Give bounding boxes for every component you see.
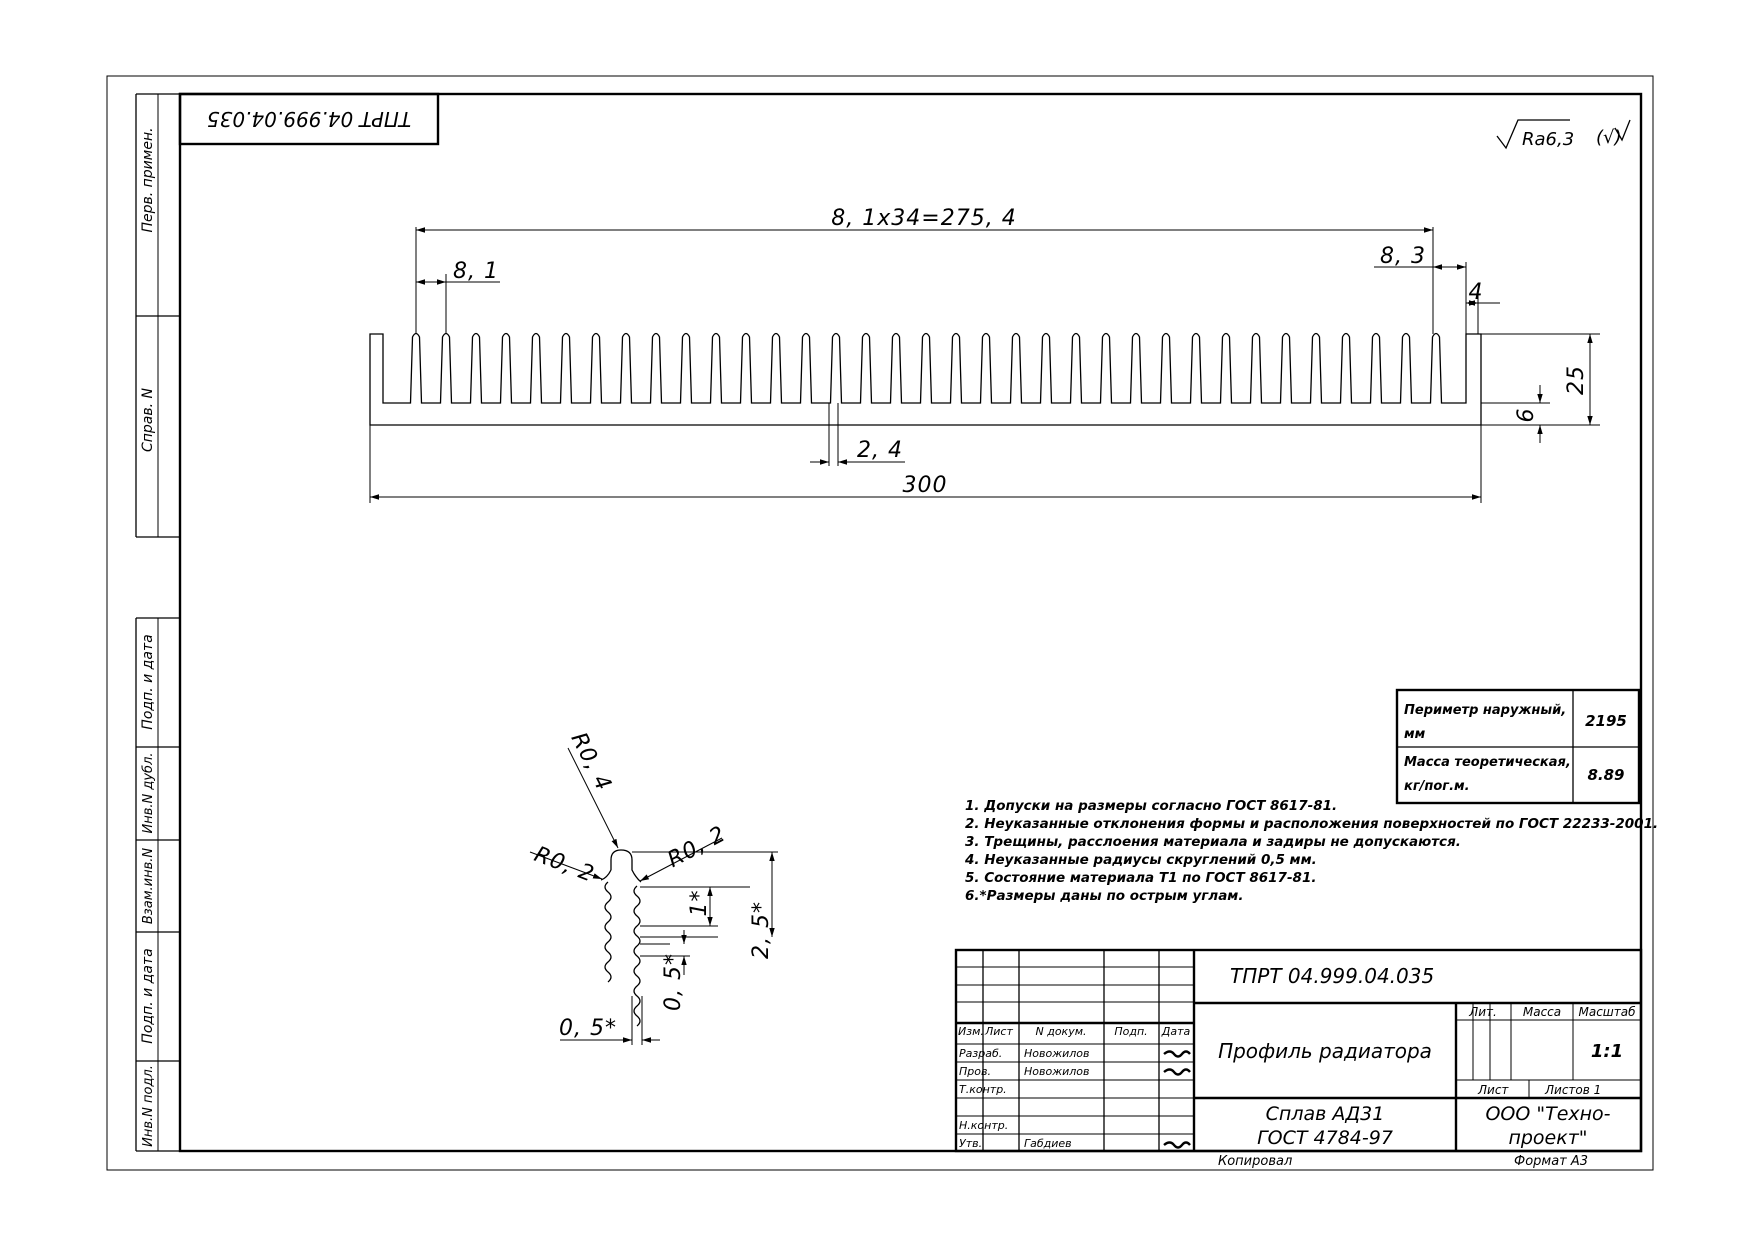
role-prov: Пров. [959,1065,991,1078]
hdr-date: Дата [1161,1025,1191,1038]
properties-table: Периметр наружный, мм 2195 Масса теорети… [1395,688,1641,805]
role-nkontr: Н.контр. [959,1119,1008,1132]
hdr-izm: Изм. [958,1025,984,1038]
copied-label: Копировал [1218,1154,1292,1169]
prop-perimeter-name-2: мм [1404,727,1426,742]
dim-tooth-1: 1* [687,890,712,917]
prop-perimeter-name-1: Периметр наружный, [1404,703,1566,718]
name-prov: Новожилов [1024,1065,1090,1078]
side-label-podp-data-1: Подп. и дата [140,634,156,729]
hdr-list: Лист [984,1025,1013,1038]
dim-r-right: R0, 2 [664,822,731,873]
dim-depth-25: 2, 5* [749,901,774,959]
fin-detail-view: 2, 5* 1* 0, 5* 0, 5* R0, 4 R0, 2 R0, 2 [529,729,778,1045]
title-material-1: Сплав АД31 [1266,1103,1385,1125]
note-2: 2. Неуказанные отклонения формы и распол… [965,816,1658,832]
dim-pitch: 8, 1 [453,259,499,284]
side-label-inv-podl: Инв.N подл. [141,1065,156,1147]
format-label: Формат А3 [1514,1154,1588,1169]
title-company-2: проект" [1508,1127,1587,1149]
prop-mass-name-2: кг/пог.м. [1404,779,1470,794]
dim-bottom-05: 0, 5* [559,1016,617,1041]
title-designation: ТПРТ 04.999.04.035 [1230,964,1434,988]
dim-pitch-total: 8, 1x34=275, 4 [831,206,1016,231]
hdr-lit: Лит. [1468,1005,1497,1019]
role-razrab: Разраб. [959,1047,1002,1060]
designation-top-rotated: ТПРТ 04.999.04.035 [207,107,411,131]
dim-tooth-05: 0, 5* [661,953,686,1011]
hdr-sign: Подп. [1114,1025,1147,1038]
prop-mass-name-1: Масса теоретическая, [1404,755,1571,770]
note-6: 6.*Размеры даны по острым углам. [965,888,1243,904]
designation-box-top: ТПРТ 04.999.04.035 [178,92,440,146]
note-3: 3. Трещины, расслоения материала и задир… [965,834,1461,850]
hdr-scale: Масштаб [1578,1005,1636,1019]
hdr-sheets: Листов 1 [1544,1083,1601,1097]
note-4: 4. Неуказанные радиусы скруглений 0,5 мм… [964,852,1317,868]
title-part-name: Профиль радиатора [1218,1039,1432,1063]
roughness-value: Ra6,3 [1522,129,1574,150]
main-dimensions: 8, 1x34=275, 4 8, 1 8, 3 4 25 6 2, 4 [369,206,1600,503]
signature-scribble-3 [1163,1141,1191,1149]
side-label-vzam-inv: Взам.инв.N [141,848,156,924]
title-material-2: ГОСТ 4784-97 [1257,1127,1393,1149]
role-utv: Утв. [959,1137,982,1150]
prop-perimeter-value: 2195 [1585,712,1627,730]
side-label-sprav-n: Справ. N [140,387,156,452]
dim-height: 25 [1564,365,1589,395]
drawing-frame [178,92,1643,1153]
title-scale-value: 1:1 [1591,1041,1623,1062]
name-utv: Габдиев [1024,1137,1072,1150]
title-block: ТПРТ 04.999.04.035 Профиль радиатора Спл… [954,948,1643,1153]
side-label-inv-dubl: Инв.N дубл. [141,752,156,833]
roughness-symbol: Ra6,3 (√) [1496,119,1631,150]
prop-mass-value: 8.89 [1587,766,1624,784]
left-side-strip: Перв. примен. Справ. N Подп. и дата Инв.… [135,93,180,1152]
role-tkontr: Т.контр. [959,1083,1007,1096]
profile-outline [369,332,1482,426]
note-1: 1. Допуски на размеры согласно ГОСТ 8617… [965,798,1337,814]
dim-end-pitch: 8, 3 [1380,244,1426,269]
hdr-sheet: Лист [1477,1083,1509,1097]
dim-end-wall: 4 [1469,280,1484,305]
signature-scribble-2 [1163,1068,1191,1076]
side-label-podp-data-2: Подп. и дата [140,948,156,1043]
roughness-suffix: (√) [1596,127,1622,148]
signature-scribble-1 [1163,1050,1191,1058]
hdr-doc-no: N докум. [1035,1025,1086,1038]
side-label-perv-primen: Перв. примен. [140,127,156,232]
dim-overall-width: 300 [903,473,948,498]
technical-notes: 1. Допуски на размеры согласно ГОСТ 8617… [964,798,1658,904]
hdr-mass: Масса [1523,1005,1561,1019]
dim-r-left: R0, 2 [531,842,598,888]
dim-fin-thickness: 2, 4 [857,438,903,463]
dim-r-tip: R0, 4 [566,729,617,796]
note-5: 5. Состояние материала Т1 по ГОСТ 8617-8… [965,870,1316,886]
sheet-outer-border [106,75,1654,1171]
title-company-1: ООО "Техно- [1485,1103,1610,1125]
radiator-profile [369,332,1482,426]
name-razrab: Новожилов [1024,1047,1090,1060]
dim-base: 6 [1514,408,1539,423]
